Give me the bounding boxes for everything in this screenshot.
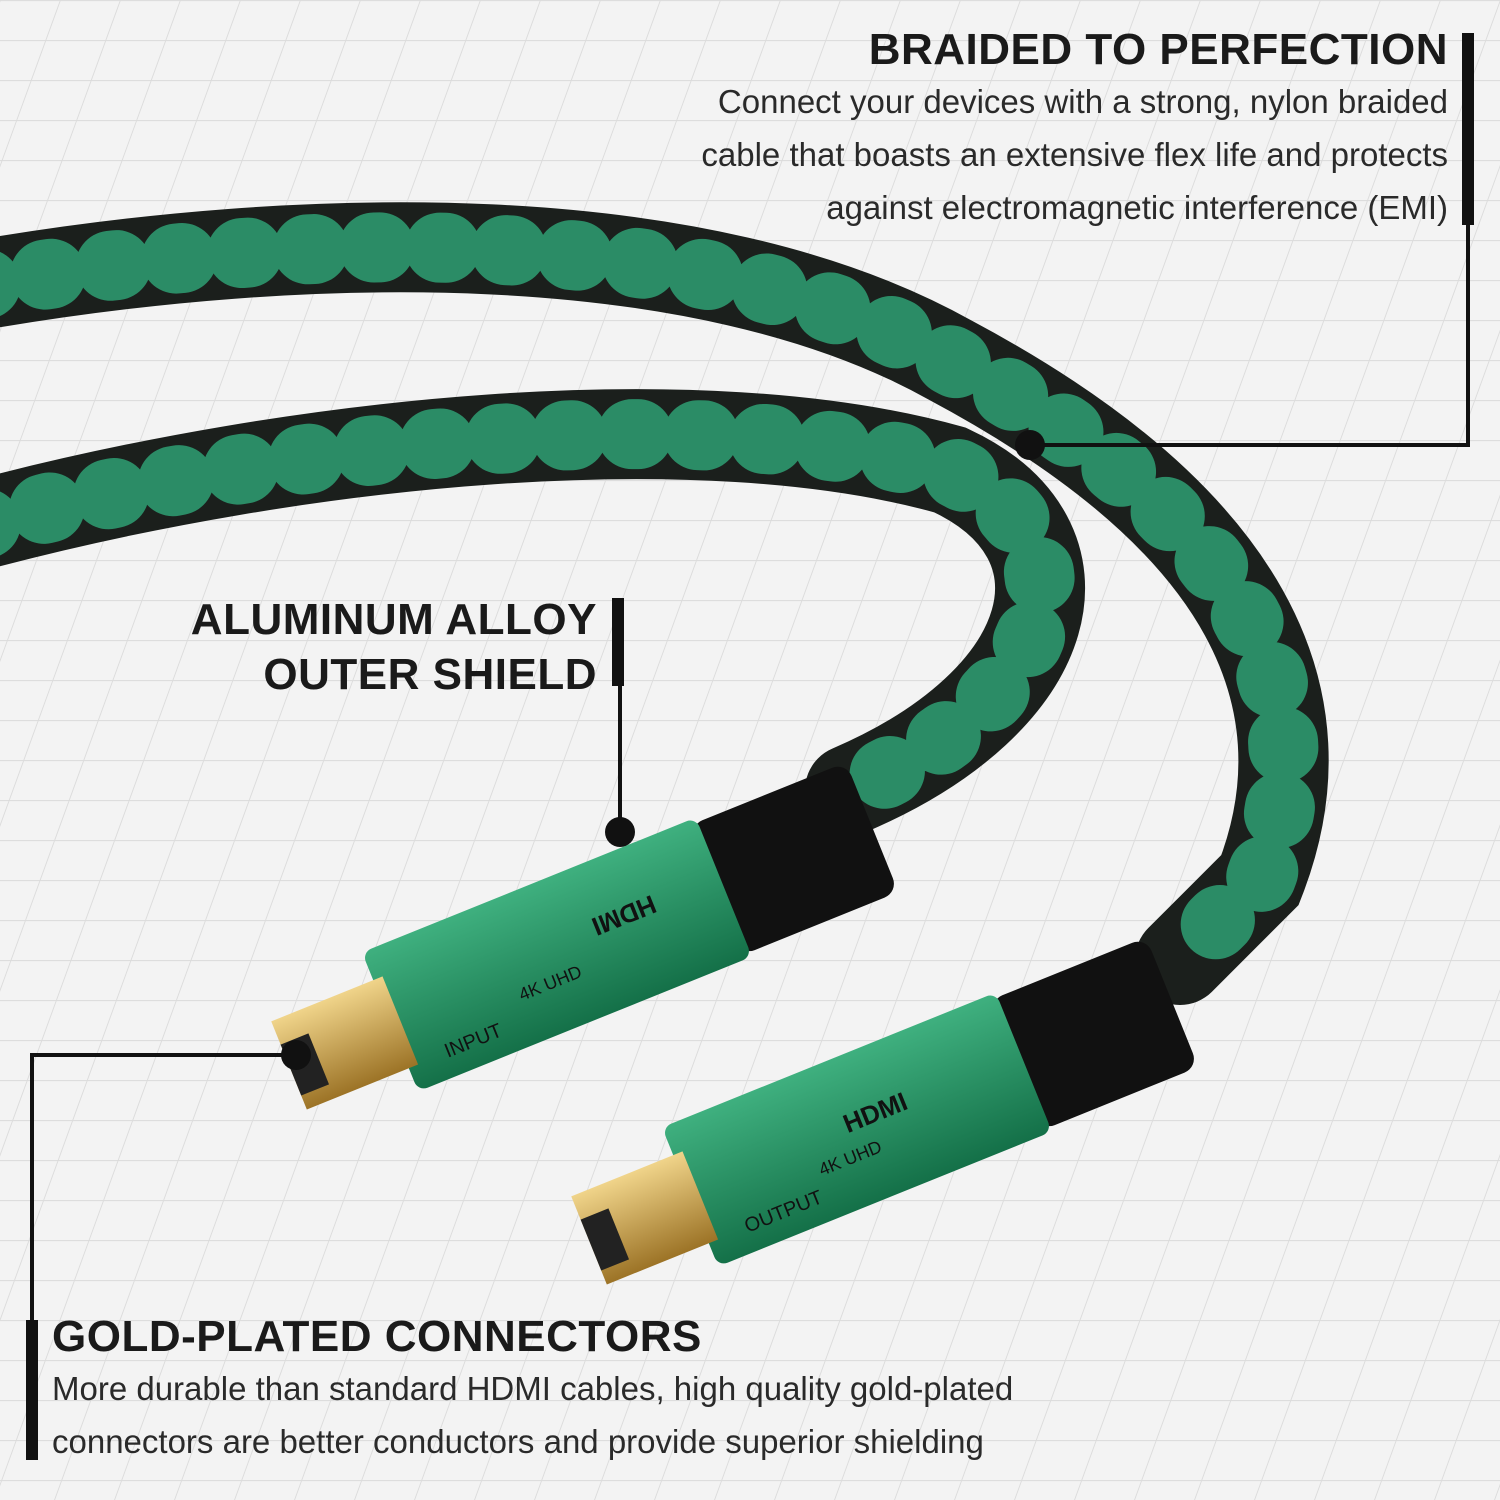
feature-text-line: Connect your devices with a strong, nylo… [717,83,1448,120]
feature-title: GOLD-PLATED CONNECTORS [52,1312,702,1361]
input-connector: HDMI 4K UHD INPUT [271,766,894,1110]
cable [0,202,1329,1005]
feature-text-line: against electromagnetic interference (EM… [826,189,1448,226]
feature-title: ALUMINUM ALLOY [190,595,597,644]
feature-title: OUTER SHIELD [263,650,597,699]
callout-lines [26,33,1474,1460]
output-connector: HDMI 4K UHD OUTPUT [571,941,1194,1285]
feature-title: BRAIDED TO PERFECTION [868,25,1448,74]
feature-text-line: More durable than standard HDMI cables, … [52,1370,1014,1407]
aluminum-feature: ALUMINUM ALLOY OUTER SHIELD [191,592,597,702]
feature-text-line: cable that boasts an extensive flex life… [701,136,1448,173]
feature-text-line: connectors are better conductors and pro… [52,1423,984,1460]
braided-feature: BRAIDED TO PERFECTION Connect your devic… [701,25,1448,234]
gold-feature: GOLD-PLATED CONNECTORS More durable than… [52,1312,1013,1468]
